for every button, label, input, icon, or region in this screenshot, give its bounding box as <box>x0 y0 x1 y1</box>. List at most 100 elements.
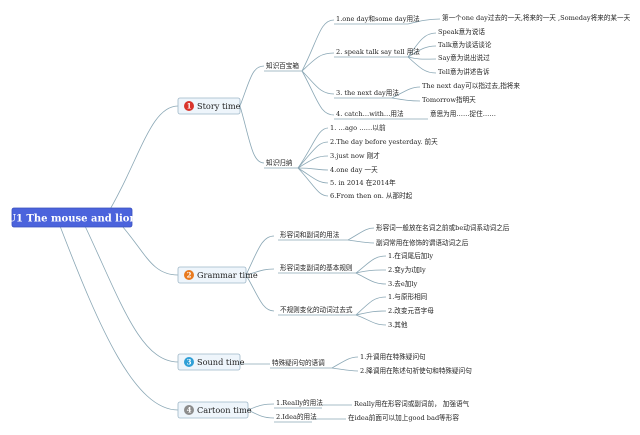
central-node-box <box>11 207 133 228</box>
topic-box <box>177 97 241 115</box>
item-label[interactable]: 2. speak talk say tell 用法 <box>336 47 420 56</box>
edge-t2g3-i2 <box>355 310 387 316</box>
topic-label: Grammar time <box>197 270 258 280</box>
edge-t1-group2 <box>239 105 265 164</box>
edge-central-topic3 <box>84 225 179 363</box>
number-badge-icon <box>184 101 194 111</box>
item-label[interactable]: 4.one day 一天 <box>330 166 378 174</box>
group-label[interactable]: 形容词变副词的基本规则 <box>280 263 353 272</box>
item-label[interactable]: 2.降调用在陈述句祈使句和特殊疑问句 <box>360 366 472 375</box>
detail-label[interactable]: Really用在形容词或副词前， 加强语气 <box>354 399 470 408</box>
edge-t1g1-i2-d1 <box>407 32 437 58</box>
topic-box <box>177 266 247 284</box>
detail-label[interactable]: The next day可以指过去,指将来 <box>422 81 520 90</box>
group-label[interactable]: 特殊疑问句的语调 <box>272 358 325 367</box>
item-label[interactable]: 2.变y为i加ly <box>388 265 426 274</box>
edge-t1g1-i3-d2 <box>391 97 421 102</box>
edge-t1-group1 <box>239 65 265 107</box>
edge-t1g1-i4 <box>301 70 335 116</box>
edge-t1g2-i1 <box>297 127 329 169</box>
edge-t3g1-i2 <box>331 367 359 372</box>
number-badge-icon <box>184 270 194 280</box>
topic-box <box>177 401 249 419</box>
item-label[interactable]: 2.改变元音字母 <box>388 306 434 315</box>
group-label[interactable]: 不规则变化的动词过去式 <box>280 305 353 314</box>
edge-t2g1-i1 <box>347 227 375 241</box>
edge-t2-group2 <box>245 268 275 276</box>
edge-t1g1-i3 <box>301 70 335 95</box>
item-label[interactable]: 形容词一般放在名词之前或be动词系动词之后 <box>376 223 510 232</box>
edge-t2-group3 <box>245 274 275 312</box>
detail-label[interactable]: 意思为用……捉住…… <box>430 109 496 118</box>
item-label[interactable]: 3. the next day用法 <box>336 88 399 97</box>
item-label[interactable]: 3.其他 <box>388 320 408 329</box>
item-label[interactable]: 1.在词尾后加ly <box>388 251 433 260</box>
item-label[interactable]: 6.From then on. 从那时起 <box>330 191 413 200</box>
edge-t1g1-i2-d3 <box>407 56 437 60</box>
item-label[interactable]: 3.去e加ly <box>388 279 417 288</box>
topic1-labels: 知识百宝箱 知识归纳 1.one day和some day用法 2. speak… <box>266 13 631 200</box>
topic3-labels: 特殊疑问句的语调 1.升调用在特殊疑问句 2.降调用在陈述句祈使句和特殊疑问句 <box>272 352 472 375</box>
number-badge-icon <box>184 357 194 367</box>
number-badge-icon <box>184 405 194 415</box>
item-label[interactable]: 1.one day和some day用法 <box>336 14 420 23</box>
topic1-edges <box>239 18 441 197</box>
edge-t1g1-i3-d1 <box>391 86 421 99</box>
item-label[interactable]: 1. …ago ……以前 <box>330 123 386 132</box>
edge-t1g1-i1 <box>301 19 335 72</box>
item-label[interactable]: 2.The day before yesterday. 前天 <box>330 137 438 146</box>
detail-label[interactable]: Say意为说出说过 <box>438 53 490 62</box>
topic-node-grammar-time[interactable]: 2 Grammar time <box>177 266 258 284</box>
topic-number: 1 <box>187 102 192 111</box>
item-label[interactable]: 1.与原形相同 <box>388 292 428 301</box>
topic-node-sound-time[interactable]: 3 Sound time <box>177 353 245 371</box>
edge-t1g2-i4 <box>297 167 329 171</box>
item-label[interactable]: 副词常用在修饰的谓语动词之后 <box>376 238 469 247</box>
group-label[interactable]: 1.Really的用法 <box>276 398 323 407</box>
edge-t1g2-i6 <box>297 167 329 197</box>
detail-label[interactable]: Talk意为谈话谈论 <box>438 40 492 49</box>
detail-label[interactable]: 在idea前面可以加上good bad等形容 <box>348 413 459 422</box>
edge-t2g3-i1 <box>355 296 387 316</box>
edge-t2g2-i3 <box>355 272 387 285</box>
group-label[interactable]: 知识归纳 <box>266 158 293 167</box>
edge-t1g1-i1-d1 <box>407 18 441 25</box>
topic-box <box>177 353 241 371</box>
topic4-edges <box>247 403 352 423</box>
item-label[interactable]: 4. catch…with…用法 <box>336 109 404 118</box>
edge-t2g3-i3 <box>355 314 387 326</box>
item-label[interactable]: 5. in 2014 在2014年 <box>330 178 396 187</box>
central-node[interactable]: U1 The mouse and lion <box>7 207 137 228</box>
item-label[interactable]: 1.升调用在特殊疑问句 <box>360 352 426 361</box>
edge-t2g1-i2 <box>347 239 375 244</box>
topic3-edges <box>240 356 359 372</box>
edge-central-topic1 <box>104 105 179 219</box>
edge-t2-group1 <box>245 235 275 276</box>
detail-label[interactable]: 第一个one day过去的一天,将来的一天 ,Someday将来的某一天 <box>442 13 631 22</box>
detail-label[interactable]: Speak意为说话 <box>438 27 485 36</box>
detail-label[interactable]: Tomorrow指明天 <box>422 95 476 104</box>
edge-t2g2-i1 <box>355 255 387 274</box>
topic-label: Sound time <box>197 357 245 367</box>
central-node-label: U1 The mouse and lion <box>7 214 137 225</box>
item-label[interactable]: 3.just now 刚才 <box>330 151 380 160</box>
topic4-labels: 1.Really的用法 2.Idea的用法 Really用在形容词或副词前， 加… <box>276 398 470 422</box>
topic-number: 4 <box>187 406 192 415</box>
topic-node-cartoon-time[interactable]: 4 Cartoon time <box>177 401 252 419</box>
edge-t3g1-i1 <box>331 356 359 369</box>
topic-number: 2 <box>187 271 192 280</box>
topic-label: Cartoon time <box>197 405 252 415</box>
group-label[interactable]: 知识百宝箱 <box>266 61 299 70</box>
edge-t1g2-i3 <box>297 155 329 169</box>
edge-t1g2-i5 <box>297 167 329 184</box>
topic-label: Story time <box>197 101 241 111</box>
detail-label[interactable]: Tell意为讲述告诉 <box>438 67 490 76</box>
central-edges <box>59 105 179 411</box>
group-label[interactable]: 形容词和副词的用法 <box>280 230 340 239</box>
edge-central-topic4 <box>59 225 179 411</box>
topic-number: 3 <box>187 358 192 367</box>
group-label[interactable]: 2.Idea的用法 <box>276 412 317 421</box>
topic-node-story-time[interactable]: 1 Story time <box>177 97 241 115</box>
edge-t1g1-i2 <box>301 52 335 72</box>
